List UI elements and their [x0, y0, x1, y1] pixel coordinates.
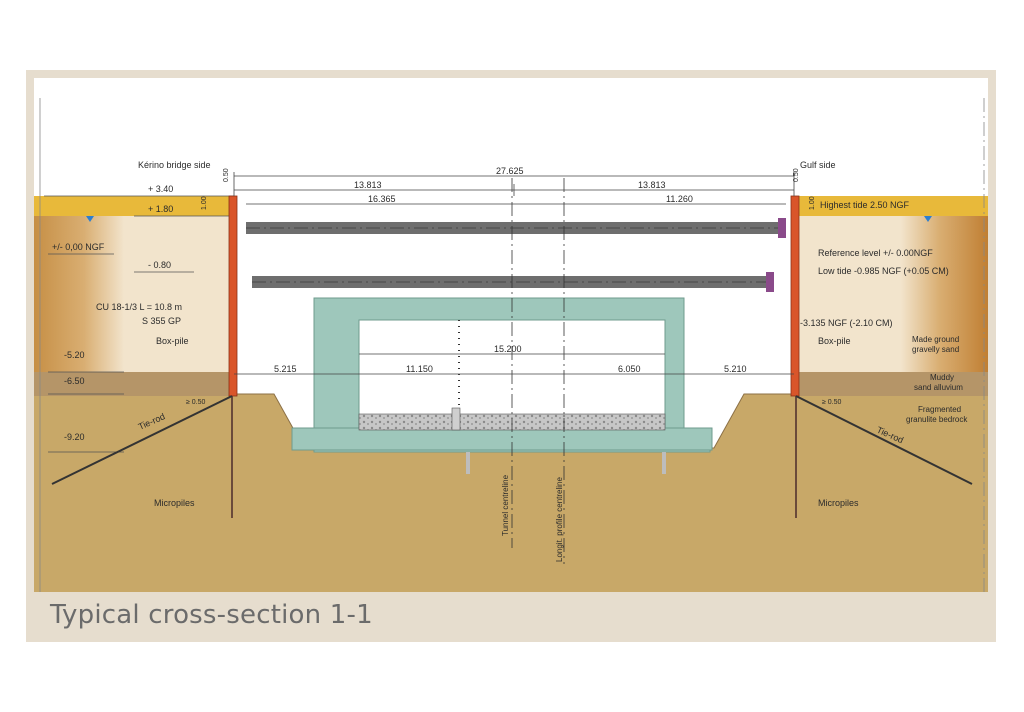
sheet-pile-right — [790, 195, 800, 397]
fill-band-left — [34, 196, 234, 216]
fill-band-right — [794, 196, 988, 216]
dim-lower-2: 11.150 — [406, 364, 433, 374]
tunnel-box — [291, 297, 713, 474]
dim-total: 27.625 — [496, 166, 524, 176]
cross-section-drawing: Kérino bridge side Gulf side 27.625 13.8… — [34, 78, 988, 592]
dim-embed-right: ≥ 0.50 — [822, 399, 842, 406]
dim-half-right: 13.813 — [638, 180, 666, 190]
tie-rod-left — [51, 395, 233, 485]
dim-upper-right: 11.260 — [666, 194, 693, 204]
right-side-title: Gulf side — [800, 160, 836, 170]
dim-embed-left: ≥ 0.50 — [186, 399, 206, 406]
trench-fill — [234, 394, 794, 592]
water-level-marker-right — [924, 216, 932, 222]
level-left-7: -9.20 — [64, 432, 85, 442]
sheet-pile-left — [228, 195, 238, 397]
pile-spec-1: CU 18-1/3 L = 10.8 m — [96, 302, 182, 312]
tunnel-centreline-label: Tunnel centreline — [501, 474, 510, 536]
dim-mid-center: 15.200 — [494, 344, 522, 354]
tie-rod-right — [795, 395, 973, 485]
micropiles-left-label: Micropiles — [154, 498, 195, 508]
dim-lower-4: 5.210 — [724, 364, 747, 374]
soil-alluvium-2: sand alluvium — [914, 383, 963, 392]
level-right-3: Low tide -0.985 NGF (+0.05 CM) — [818, 266, 949, 276]
level-right-1: Highest tide 2.50 NGF — [820, 200, 910, 210]
pile-spec-2: S 355 GP — [142, 316, 181, 326]
dim-lower-1: 5.215 — [274, 364, 297, 374]
micropiles-right-label: Micropiles — [818, 498, 859, 508]
dim-upper-left: 16.365 — [368, 194, 396, 204]
left-side-title: Kérino bridge side — [138, 160, 211, 170]
dimension-lines — [233, 172, 795, 375]
level-left-2: + 1.80 — [148, 204, 173, 214]
level-right-2: Reference level +/- 0.00NGF — [818, 248, 933, 258]
figure-caption: Typical cross-section 1-1 — [50, 600, 373, 630]
made-ground-right — [794, 216, 988, 372]
dim-lower-3: 6.050 — [618, 364, 641, 374]
lower-strut — [252, 272, 774, 292]
left-level-lines — [44, 195, 234, 453]
dim-height-right: 1.00 — [809, 196, 816, 210]
level-right-4: -3.135 NGF (-2.10 CM) — [800, 318, 893, 328]
dim-half-left: 13.813 — [354, 180, 382, 190]
made-ground-left — [34, 216, 234, 372]
water-level-marker-left — [86, 216, 94, 222]
level-left-3: +/- 0,00 NGF — [52, 242, 105, 252]
dim-wall-right: 0.50 — [793, 168, 800, 182]
soil-bedrock-2: granulite bedrock — [906, 415, 968, 424]
box-pile-left: Box-pile — [156, 336, 189, 346]
level-left-4: - 0.80 — [148, 260, 171, 270]
soil-alluvium-1: Muddy — [930, 373, 954, 382]
level-left-6: -6.50 — [64, 376, 85, 386]
figure-frame: Kérino bridge side Gulf side 27.625 13.8… — [26, 70, 996, 642]
longit-centreline-label: Longit. profile centreline — [555, 477, 564, 562]
level-left-1: + 3.40 — [148, 184, 173, 194]
soil-bedrock-1: Fragmented — [918, 405, 961, 414]
box-pile-right: Box-pile — [818, 336, 851, 346]
soil-made-ground-2: gravelly sand — [912, 345, 959, 354]
upper-strut — [246, 218, 786, 238]
soil-made-ground-1: Made ground — [912, 335, 959, 344]
level-left-5: -5.20 — [64, 350, 85, 360]
dim-wall-left: 0.50 — [223, 168, 230, 182]
dim-height-left: 1.00 — [201, 196, 208, 210]
cross-section-svg: Kérino bridge side Gulf side 27.625 13.8… — [34, 98, 988, 592]
